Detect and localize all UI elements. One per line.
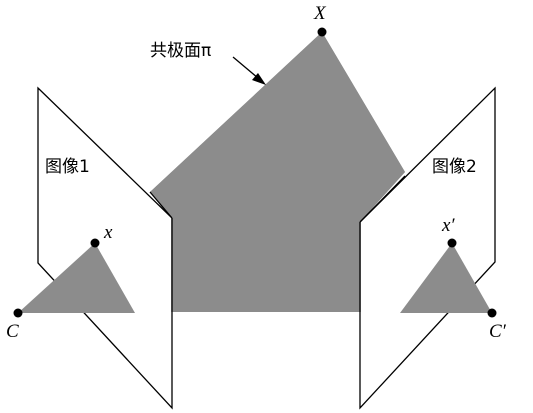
- point-x-prime-dot: [447, 238, 457, 248]
- triangle-left: [18, 243, 135, 313]
- point-X-dot: [317, 27, 327, 37]
- image-1-label: 图像1: [45, 157, 90, 177]
- point-C-label: C: [6, 321, 19, 342]
- point-C-prime-label: C′: [489, 321, 507, 342]
- point-C-dot: [13, 308, 23, 318]
- point-x-dot: [90, 238, 100, 248]
- plane-pointer-line: [232, 56, 259, 79]
- point-X-label: X: [313, 3, 327, 24]
- triangle-right: [400, 243, 492, 313]
- image-plane-2-top-edge: [359, 175, 406, 223]
- image-plane-1: [37, 86, 173, 410]
- image-plane-2: [359, 86, 496, 410]
- epipolar-plane-middle: [150, 32, 405, 312]
- image-2-label: 图像2: [432, 157, 477, 177]
- epipolar-plane-label: 共极面π: [150, 41, 211, 61]
- point-x-prime-label: x′: [441, 215, 455, 236]
- point-x-label: x: [103, 222, 113, 243]
- point-C-prime-dot: [487, 308, 497, 318]
- image-plane-1-top-edge: [149, 191, 173, 219]
- plane-pointer-arrowhead: [252, 73, 266, 85]
